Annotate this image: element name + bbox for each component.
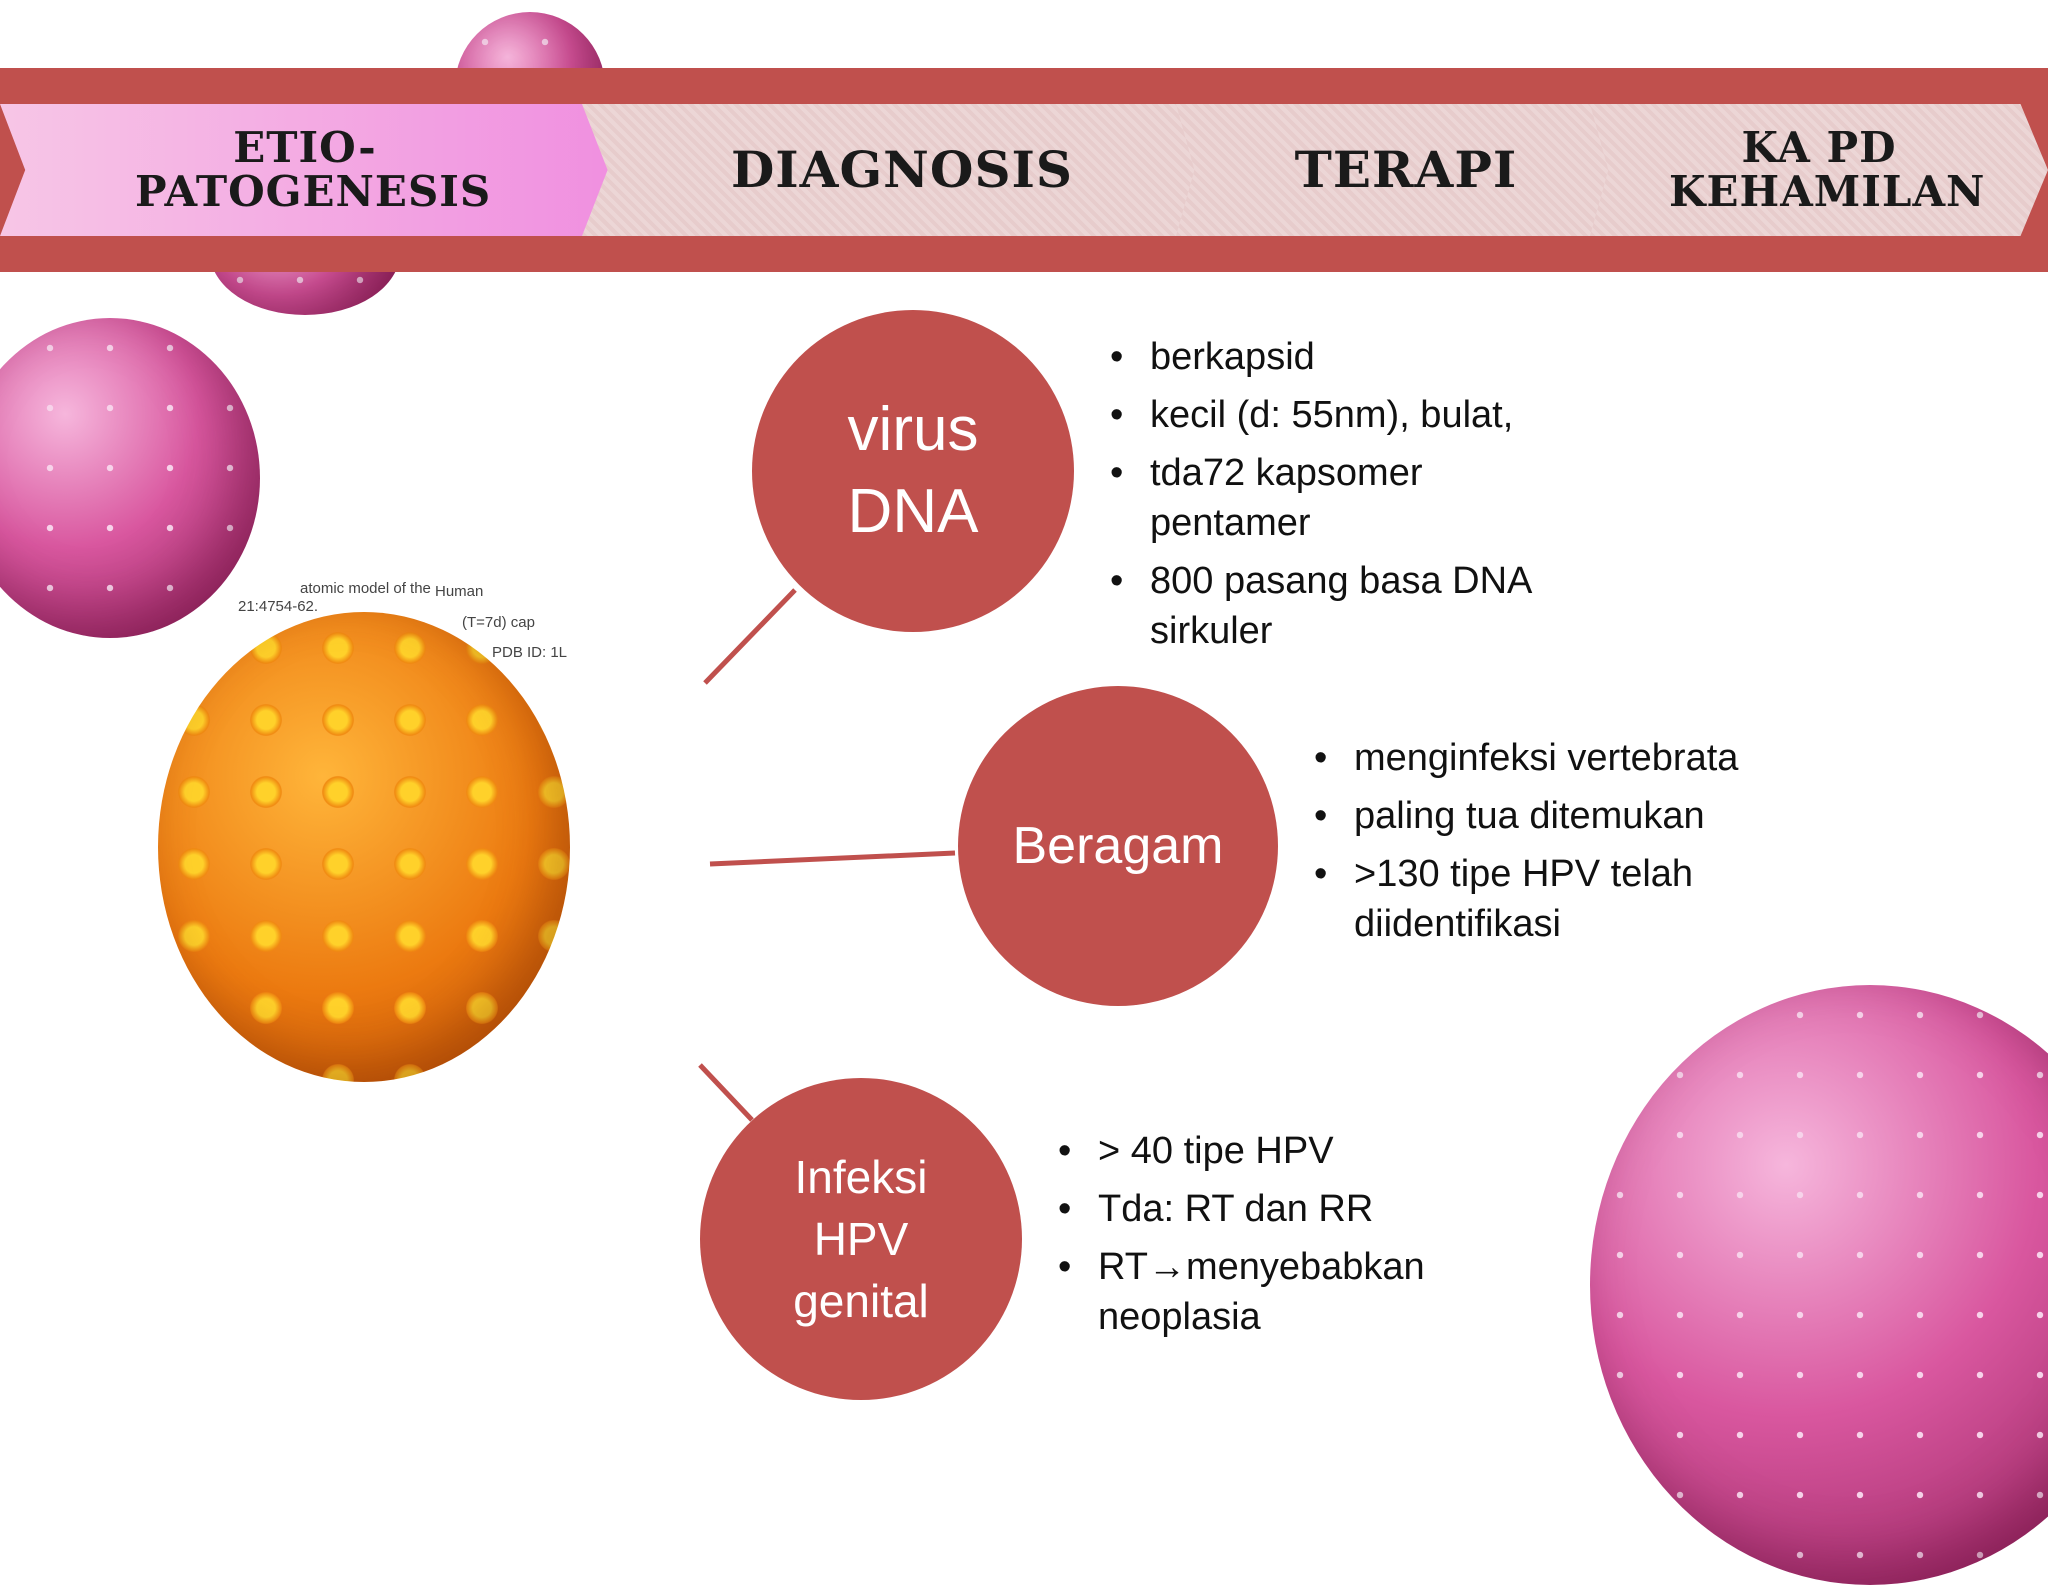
node-label: virus DNA	[847, 395, 979, 546]
nav-banner: Etio-patogenesis Diagnosis Terapi KA pd …	[0, 68, 2048, 272]
connector-lines	[698, 588, 956, 1122]
tab-diagnosis[interactable]: Diagnosis	[582, 104, 1222, 236]
node-beragam: Beragam	[958, 686, 1278, 1006]
tab-terapi[interactable]: Terapi	[1176, 104, 1636, 236]
list-item: >130 tipe HPV telah diidentifikasi	[1314, 849, 1764, 949]
connector-line-bottom	[698, 1063, 754, 1122]
tab-ka-pd-kehamilan[interactable]: KA pd Kehamilan	[1590, 104, 2048, 236]
image-caption-text: atomic model of the	[300, 580, 431, 597]
virus-sphere-bottom-right	[1590, 985, 2048, 1585]
hpv-capsid-image	[158, 612, 570, 1082]
tab-etio-patogenesis[interactable]: Etio-patogenesis	[0, 104, 630, 236]
bullet-list-virus-dna: berkapsid kecil (d: 55nm), bulat, tda72 …	[1110, 332, 1610, 664]
tab-label: Etio-patogenesis	[135, 122, 492, 216]
list-item: > 40 tipe HPV	[1058, 1126, 1478, 1176]
list-item: kecil (d: 55nm), bulat,	[1110, 390, 1610, 440]
image-caption-text: Human	[435, 583, 484, 600]
tab-label: Diagnosis	[730, 139, 1074, 199]
bullet-list-beragam: menginfeksi vertebrata paling tua ditemu…	[1314, 733, 1774, 957]
node-infeksi-hpv-genital: Infeksi HPV genital	[700, 1078, 1022, 1400]
tab-label: Terapi	[1294, 139, 1518, 199]
list-item: tda72 kapsomer pentamer	[1110, 448, 1490, 548]
list-item: 800 pasang basa DNA sirkuler	[1110, 556, 1590, 656]
list-item: menginfeksi vertebrata	[1314, 733, 1774, 783]
tab-label: KA pd Kehamilan	[1669, 122, 1986, 216]
node-label: Infeksi HPV genital	[793, 1151, 929, 1327]
bullet-list-infeksi-hpv: > 40 tipe HPV Tda: RT dan RR RT→menyebab…	[1058, 1126, 1478, 1350]
list-item: Tda: RT dan RR	[1058, 1184, 1478, 1234]
image-caption-text: (T=7d) cap	[462, 614, 535, 631]
image-caption-text: PDB ID: 1L	[492, 644, 568, 661]
node-label: Beragam	[1012, 817, 1224, 875]
connector-line-middle	[709, 850, 956, 867]
connector-line-top	[703, 588, 797, 685]
image-caption-text: 21:4754-62.	[238, 598, 319, 615]
list-item: paling tua ditemukan	[1314, 791, 1774, 841]
node-virus-dna: virus DNA	[752, 310, 1074, 632]
list-item: RT→menyebabkan neoplasia	[1058, 1242, 1478, 1342]
list-item: berkapsid	[1110, 332, 1610, 382]
virus-sphere-left	[0, 318, 260, 638]
